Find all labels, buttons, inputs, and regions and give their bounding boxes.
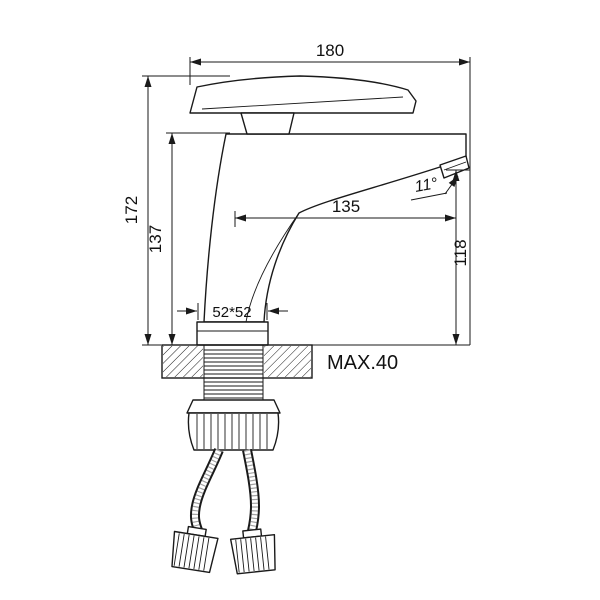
hose-fitting-right [229,528,276,575]
aerator-detail-line [443,161,467,171]
hose-left-braid [191,448,222,532]
nut-outline [187,412,280,451]
dim-118-label: 118 [451,239,470,266]
handle-neck-outline [240,112,295,135]
handle-crease-line [201,96,404,110]
dim-172-label: 172 [122,196,141,224]
angle-annotation: 11° [410,175,459,201]
aerator-outline [439,155,470,179]
supply-hose-right [242,449,261,533]
body-contour-line [245,212,300,323]
countertop-slab [161,344,313,379]
nut-ribs [196,414,268,449]
dim-52-label: 52*52 [212,304,251,321]
threaded-shank [203,345,264,400]
washer-outline [186,399,281,414]
dimension-spout-reach: 135 [234,197,456,227]
dim-135-label: 135 [332,197,360,216]
spout-aerator [439,155,470,179]
angle-arrow [444,175,459,195]
fitting-right-nut [229,533,276,575]
dim-137-label: 137 [146,225,165,253]
dimension-overall-height: 172 [122,75,230,346]
dimension-base-footprint: 52*52 [177,303,288,321]
dim-180-label: 180 [316,41,344,60]
handle-lever-outline [189,75,417,114]
fitting-left-nut [171,530,219,574]
slab-hatch-right [264,346,311,377]
hose-fitting-left [171,525,219,574]
faucet-base-plate [196,321,269,346]
faucet-handle [189,75,417,135]
hose-right-inner [244,449,259,532]
shank-sides [203,345,264,400]
angle-ref-line [410,192,448,201]
dim-52-ext-lines [197,303,268,320]
faucet-body [203,133,467,323]
dimension-overall-width: 180 [189,41,471,345]
dimension-body-height: 137 [146,132,230,345]
mounting-nut [187,412,280,451]
dimension-outlet-height: 118 [446,169,470,345]
shank-threads [204,349,263,399]
slab-hatch-left [163,346,203,377]
deck-thickness-annotation: MAX.40 [312,344,470,374]
supply-hose-left [189,448,224,532]
fitting-left-ribs [173,533,210,571]
spout-body-outline [203,133,467,323]
fitting-right-ribs [235,536,270,573]
angle-label: 11° [413,175,439,196]
deck-max-label: MAX.40 [327,352,398,374]
base-plate-rect [196,321,269,346]
mounting-washer [186,399,281,414]
